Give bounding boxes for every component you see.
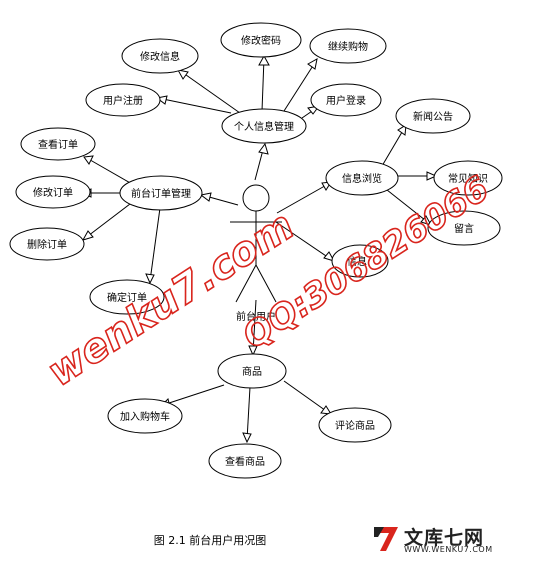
label-message: 留言 xyxy=(454,222,474,235)
use-case-add-cart xyxy=(107,398,183,434)
use-case-register xyxy=(85,83,161,117)
label-knowledge: 常见知识 xyxy=(448,172,488,185)
use-case-change-password xyxy=(220,22,302,58)
brand-seven-icon xyxy=(374,527,398,551)
label-confirm-order: 确定订单 xyxy=(107,291,147,304)
actor-head xyxy=(242,184,270,212)
actor-label: 前台用户 xyxy=(236,310,276,323)
use-case-ellipses xyxy=(9,22,503,479)
use-case-knowledge xyxy=(433,160,503,196)
use-case-continue-shopping xyxy=(309,28,387,64)
use-case-delete-order xyxy=(9,227,85,261)
use-case-review-goods xyxy=(318,407,392,443)
actor-left-leg xyxy=(235,264,257,303)
label-info-other: 信息 xyxy=(347,255,367,268)
use-case-info-browse xyxy=(325,160,399,196)
brand-name: 文库七网 xyxy=(404,527,485,549)
watermark-qq: QQ:306826066 xyxy=(236,169,496,357)
figure-caption: 图 2.1 前台用户用况图 xyxy=(153,534,267,547)
label-delete-order: 删除订单 xyxy=(27,238,67,251)
use-case-labels: 个人信息管理 用户注册 修改信息 修改密码 继续购物 用户登录 前台订单管理 查… xyxy=(27,34,488,468)
use-case-view-goods xyxy=(208,443,282,479)
label-news: 新闻公告 xyxy=(413,110,453,123)
use-case-view-order xyxy=(20,127,96,161)
label-edit-order: 修改订单 xyxy=(33,186,73,199)
use-case-personal-info xyxy=(221,108,307,144)
actor-right-leg xyxy=(255,264,277,303)
use-case-message xyxy=(427,210,501,246)
label-review-goods: 评论商品 xyxy=(335,419,375,432)
label-add-cart: 加入购物车 xyxy=(120,410,170,423)
use-case-diagram: 个人信息管理 用户注册 修改信息 修改密码 继续购物 用户登录 前台订单管理 查… xyxy=(9,22,503,479)
use-case-order-mgmt xyxy=(119,175,203,211)
label-continue-shopping: 继续购物 xyxy=(328,40,368,53)
use-case-confirm-order xyxy=(89,279,165,315)
use-case-news xyxy=(395,98,471,134)
label-goods: 商品 xyxy=(242,365,262,378)
brand-logo: 文库七网 WWW.WENKU7.COM xyxy=(372,522,540,558)
label-order-mgmt: 前台订单管理 xyxy=(131,187,191,200)
label-register: 用户注册 xyxy=(103,94,143,107)
label-personal-info: 个人信息管理 xyxy=(234,120,294,133)
use-case-edit-info xyxy=(121,38,199,74)
brand-url: WWW.WENKU7.COM xyxy=(404,545,493,554)
label-view-goods: 查看商品 xyxy=(225,455,265,468)
label-edit-info: 修改信息 xyxy=(140,50,180,63)
actor-figure xyxy=(230,184,282,303)
label-login: 用户登录 xyxy=(326,94,366,107)
label-view-order: 查看订单 xyxy=(38,138,78,151)
use-case-login xyxy=(310,83,382,117)
use-case-edit-order xyxy=(15,175,91,209)
use-case-info-other xyxy=(331,244,389,278)
label-info-browse: 信息浏览 xyxy=(342,172,382,185)
label-change-password: 修改密码 xyxy=(241,34,281,47)
use-case-goods xyxy=(217,353,287,389)
